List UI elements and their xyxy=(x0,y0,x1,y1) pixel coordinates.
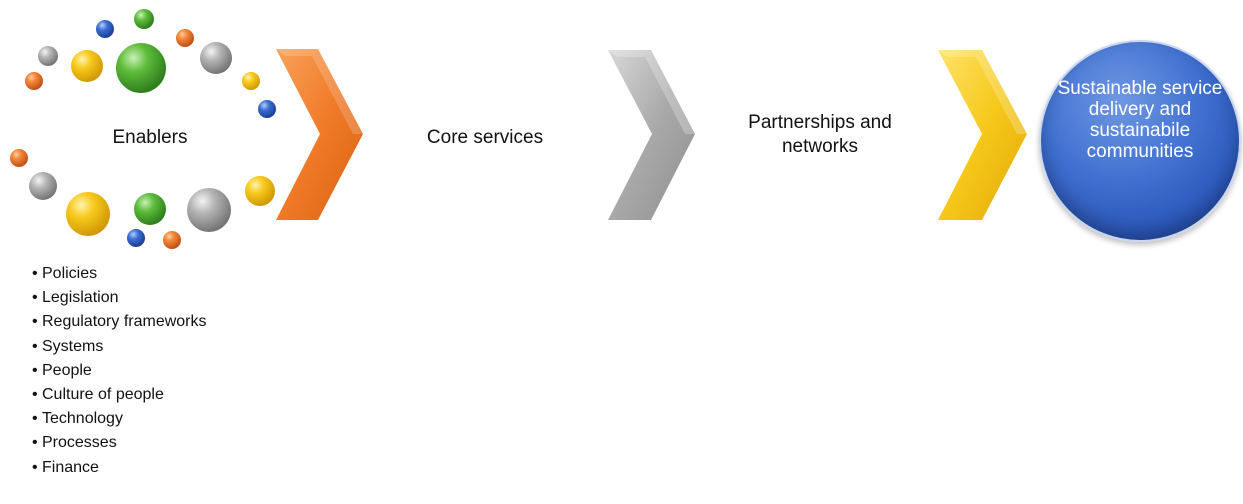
list-item: •Culture of people xyxy=(32,383,207,407)
bullet-icon: • xyxy=(32,337,38,355)
outcome-label: Sustainable service delivery and sustain… xyxy=(1057,78,1223,162)
enabler-list: •Policies •Legislation •Regulatory frame… xyxy=(32,262,207,480)
stage-label-partnerships: Partnerships and networks xyxy=(748,112,892,157)
list-item-label: People xyxy=(42,361,92,379)
list-item-label: Finance xyxy=(42,458,99,476)
sphere-icon xyxy=(116,43,166,93)
sphere-icon xyxy=(29,172,57,200)
bullet-icon: • xyxy=(32,434,38,452)
sphere-icon xyxy=(10,149,28,167)
sphere-icon xyxy=(134,193,166,225)
list-item-label: Regulatory frameworks xyxy=(42,313,207,331)
list-item: •People xyxy=(32,359,207,383)
list-item-label: Technology xyxy=(42,410,123,428)
list-item: •Finance xyxy=(32,456,207,480)
sphere-icon xyxy=(71,50,103,82)
chevron-arrow-grey xyxy=(608,50,695,220)
outcome-circle xyxy=(1039,40,1241,242)
chevron-arrow-orange xyxy=(276,49,363,220)
bullet-icon: • xyxy=(32,458,38,476)
stage-label-enablers: Enablers xyxy=(112,127,188,148)
sphere-icon xyxy=(66,192,110,236)
enabler-spheres xyxy=(10,9,276,249)
bullet-icon: • xyxy=(32,265,38,282)
sphere-icon xyxy=(38,46,58,66)
list-item-label: Processes xyxy=(42,434,117,452)
bullet-icon: • xyxy=(32,410,38,428)
list-item-label: Policies xyxy=(42,265,98,282)
list-item-label: Culture of people xyxy=(42,386,164,404)
list-item: •Regulatory frameworks xyxy=(32,310,207,334)
sphere-icon xyxy=(127,229,145,247)
sphere-icon xyxy=(25,72,43,90)
sphere-icon xyxy=(242,72,260,90)
bullet-icon: • xyxy=(32,313,38,331)
sphere-icon xyxy=(163,231,181,249)
sphere-icon xyxy=(134,9,154,29)
bullet-icon: • xyxy=(32,361,38,379)
list-item: •Processes xyxy=(32,431,207,455)
sphere-icon xyxy=(96,20,114,38)
sphere-icon xyxy=(200,42,232,74)
sphere-icon xyxy=(176,29,194,47)
sphere-icon xyxy=(187,188,231,232)
stage-label-core-services: Core services xyxy=(426,127,544,148)
list-item: •Technology xyxy=(32,407,207,431)
sphere-icon xyxy=(245,176,275,206)
list-item: •Policies xyxy=(32,262,207,286)
sphere-icon xyxy=(258,100,276,118)
list-item-label: Legislation xyxy=(42,289,119,307)
bullet-icon: • xyxy=(32,386,38,404)
bullet-icon: • xyxy=(32,289,38,307)
list-item-label: Systems xyxy=(42,337,104,355)
list-item: •Legislation xyxy=(32,286,207,310)
chevron-arrow-yellow xyxy=(938,50,1027,220)
list-item: •Systems xyxy=(32,335,207,359)
